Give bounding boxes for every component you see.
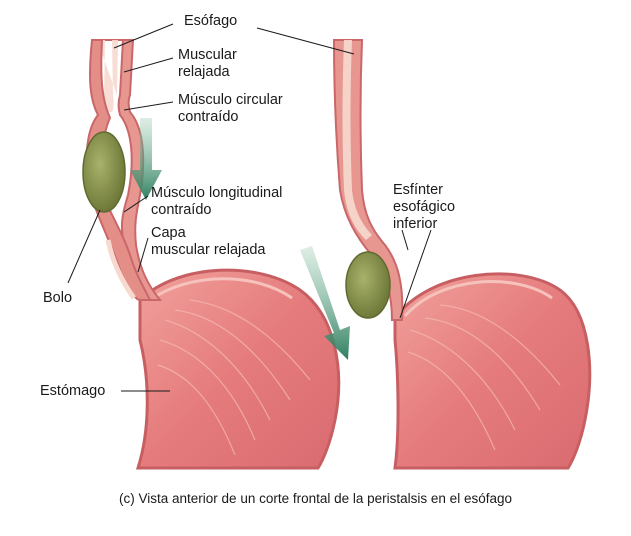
label-musculo-longitudinal: Músculo longitudinal contraído	[151, 185, 282, 219]
bolus-left	[82, 131, 126, 213]
esophagus-right	[332, 39, 404, 321]
label-esfinter: Esfínter esofágico inferior	[393, 182, 455, 233]
leader-lines	[67, 23, 432, 392]
label-muscular-relajada-line1: Muscular	[178, 47, 237, 63]
label-esfinter-line1: Esfínter	[393, 182, 443, 198]
label-capa-muscular: Capa muscular relajada	[151, 225, 265, 259]
label-esfinter-line3: inferior	[393, 216, 438, 232]
label-musculo-circular: Músculo circular contraído	[178, 92, 283, 126]
label-musculo-circular-line2: contraído	[178, 109, 239, 125]
bolus-right	[345, 251, 391, 319]
label-capa-muscular-line1: Capa	[151, 225, 186, 241]
label-esofago: Esófago	[184, 13, 238, 29]
figure-caption: (c) Vista anterior de un corte frontal d…	[119, 491, 512, 506]
peristalsis-arrow-center	[300, 246, 350, 360]
label-bolo: Bolo	[43, 290, 73, 306]
stomach-left	[135, 268, 341, 470]
esophagus-left	[85, 39, 163, 301]
label-musculo-longitudinal-line2: contraído	[151, 202, 212, 218]
label-capa-muscular-line2: muscular relajada	[151, 242, 266, 258]
label-muscular-relajada-line2: relajada	[178, 64, 230, 80]
label-esfinter-line2: esofágico	[393, 199, 456, 215]
stomach-right	[393, 272, 592, 470]
label-musculo-longitudinal-line1: Músculo longitudinal	[151, 185, 283, 201]
peristalsis-arrow-left	[130, 118, 162, 200]
label-musculo-circular-line1: Músculo circular	[178, 92, 283, 108]
label-estomago: Estómago	[40, 383, 106, 399]
label-muscular-relajada: Muscular relajada	[178, 47, 237, 81]
